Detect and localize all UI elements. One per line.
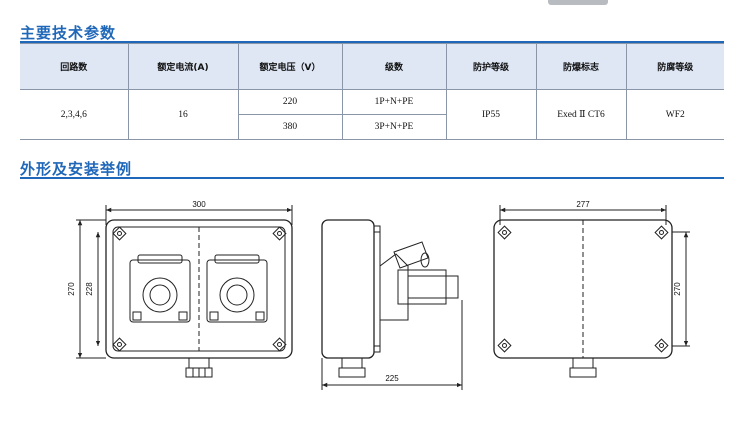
cable-gland-icon <box>338 357 366 378</box>
screw-icon <box>654 338 669 353</box>
section-title-parameters: 主要技术参数 <box>20 24 117 42</box>
screw-icon <box>272 226 287 241</box>
dim-front-height-inner: 228 <box>85 282 94 296</box>
side-view: 225 <box>321 219 463 390</box>
cell-current: 16 <box>127 89 239 140</box>
cable-gland-icon <box>569 357 597 378</box>
table-row: 380 3P+N+PE <box>20 114 724 140</box>
header-rated-voltage: 额定电压（V） <box>237 43 343 90</box>
socket-icon <box>206 254 268 323</box>
title-rule <box>20 177 724 179</box>
socket-icon <box>129 254 191 323</box>
cell-poles-2: 3P+N+PE <box>341 114 446 140</box>
table-header-row: 回路数 额定电流(A) 额定电压（V） 级数 防护等级 防爆标志 防腐等级 <box>20 43 724 90</box>
screw-icon <box>112 226 127 241</box>
dim-back-height: 270 <box>673 282 682 296</box>
header-protection-grade: 防护等级 <box>445 43 537 90</box>
cropped-header-text <box>548 0 608 5</box>
dim-front-height-outer: 270 <box>67 282 76 296</box>
dim-side-depth: 225 <box>385 374 399 383</box>
cell-protection: IP55 <box>445 89 537 140</box>
screw-icon <box>497 225 512 240</box>
section-title-outline: 外形及安装举例 <box>20 160 133 178</box>
header-anticorrosion-grade: 防腐等级 <box>625 43 724 90</box>
dim-front-width: 300 <box>192 200 206 209</box>
cell-circuits: 2,3,4,6 <box>20 89 129 140</box>
cell-voltage-2: 380 <box>238 114 343 140</box>
screw-icon <box>497 338 512 353</box>
cell-voltage-1: 220 <box>237 89 343 115</box>
screw-icon <box>272 337 287 352</box>
screw-icon <box>654 225 669 240</box>
cell-explosion-mark: Exed Ⅱ CT6 <box>535 89 627 140</box>
dim-back-width: 277 <box>576 200 590 209</box>
cell-poles-1: 1P+N+PE <box>341 89 447 115</box>
header-circuits: 回路数 <box>20 43 129 90</box>
header-rated-current: 额定电流(A) <box>127 43 239 90</box>
back-view: 277 270 <box>493 200 690 378</box>
technical-drawing: 300 270 228 <box>67 200 690 390</box>
header-explosion-mark: 防爆标志 <box>535 43 627 90</box>
plug-icon <box>379 241 459 321</box>
parameters-table: 回路数 额定电流(A) 额定电压（V） 级数 防护等级 防爆标志 防腐等级 2,… <box>20 43 724 140</box>
front-view: 300 270 228 <box>67 200 293 378</box>
cell-anticorrosion: WF2 <box>625 89 724 140</box>
table-row: 2,3,4,6 16 220 1P+N+PE IP55 Exed Ⅱ CT6 W… <box>20 89 724 140</box>
cable-gland-icon <box>185 357 213 378</box>
header-poles: 级数 <box>341 43 447 90</box>
screw-icon <box>112 337 127 352</box>
title-rule <box>20 41 724 43</box>
